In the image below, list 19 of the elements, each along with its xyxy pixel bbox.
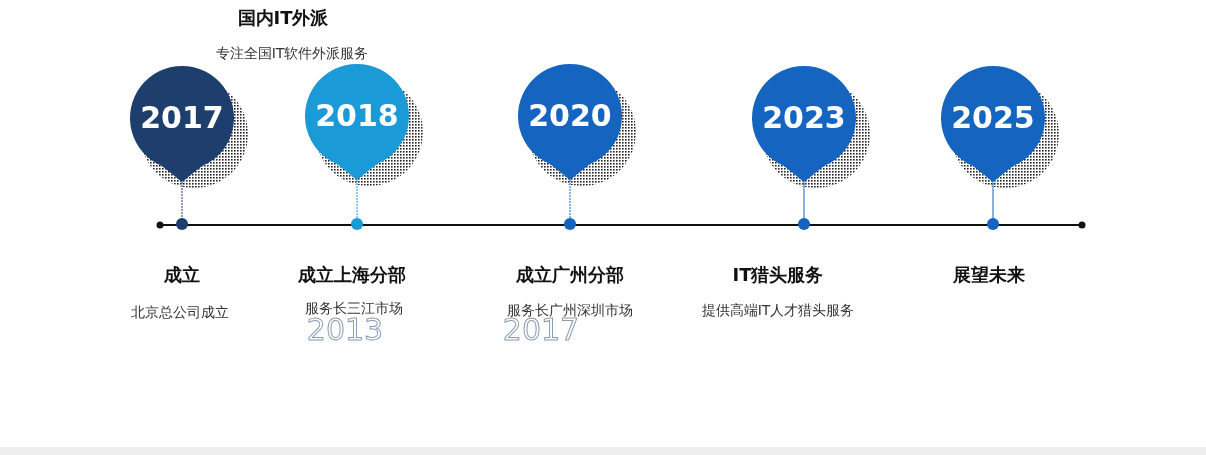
- year-label: 2025: [950, 100, 1036, 136]
- subtitle: 专注全国IT软件外派服务: [215, 45, 369, 63]
- event-title: 成立广州分部: [516, 263, 624, 287]
- year-label: 2020: [527, 98, 613, 134]
- pin-balloon: [941, 66, 1045, 182]
- year-label: 2023: [761, 100, 847, 136]
- pin-balloon: [305, 64, 409, 180]
- year-label: 2018: [314, 98, 400, 134]
- event-description: 北京总公司成立: [131, 304, 229, 322]
- event-title: 成立上海分部: [298, 263, 406, 287]
- year-label: 2017: [139, 100, 225, 136]
- title: 国内IT外派: [237, 6, 329, 30]
- pin-balloon: [752, 66, 856, 182]
- event-title: IT猎头服务: [732, 263, 824, 287]
- pin-balloon: [518, 64, 622, 180]
- event-title: 展望未来: [953, 263, 1025, 287]
- pin-balloon: [130, 66, 234, 182]
- event-title: 成立: [164, 263, 200, 287]
- event-description: 提供高端IT人才猎头服务: [701, 302, 855, 320]
